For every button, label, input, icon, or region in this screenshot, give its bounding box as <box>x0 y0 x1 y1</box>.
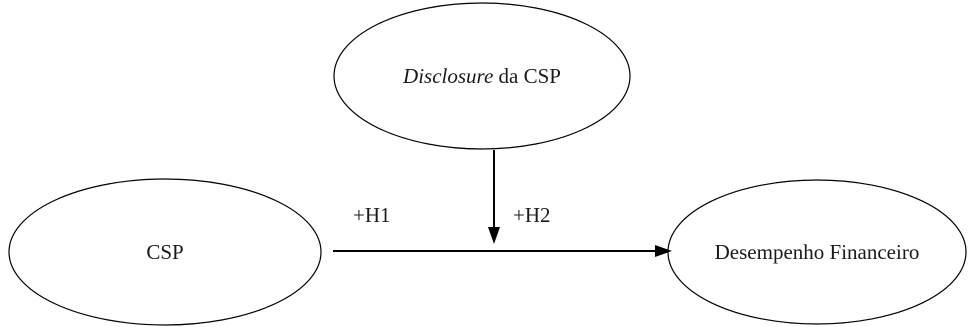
node-disclosure-label-italic: Disclosure <box>402 64 493 88</box>
edge-h1: +H1 <box>333 203 672 257</box>
edge-h2-arrowhead <box>488 227 500 244</box>
edge-h1-label: +H1 <box>353 203 391 227</box>
node-csp: CSP <box>8 178 322 326</box>
node-disclosure-ellipse <box>333 2 631 150</box>
edge-h2-label: +H2 <box>513 203 551 227</box>
edge-h1-arrowhead <box>655 245 672 257</box>
node-csp-ellipse <box>8 178 322 326</box>
node-performance-label: Desempenho Financeiro <box>715 240 920 264</box>
node-disclosure-label-rest: da CSP <box>493 64 561 88</box>
edge-h2: +H2 <box>488 150 551 244</box>
node-performance: Desempenho Financeiro <box>667 179 967 325</box>
node-disclosure-label: Disclosure da CSP <box>402 64 561 88</box>
node-disclosure: Disclosure da CSP <box>333 2 631 150</box>
node-csp-label: CSP <box>146 240 183 264</box>
